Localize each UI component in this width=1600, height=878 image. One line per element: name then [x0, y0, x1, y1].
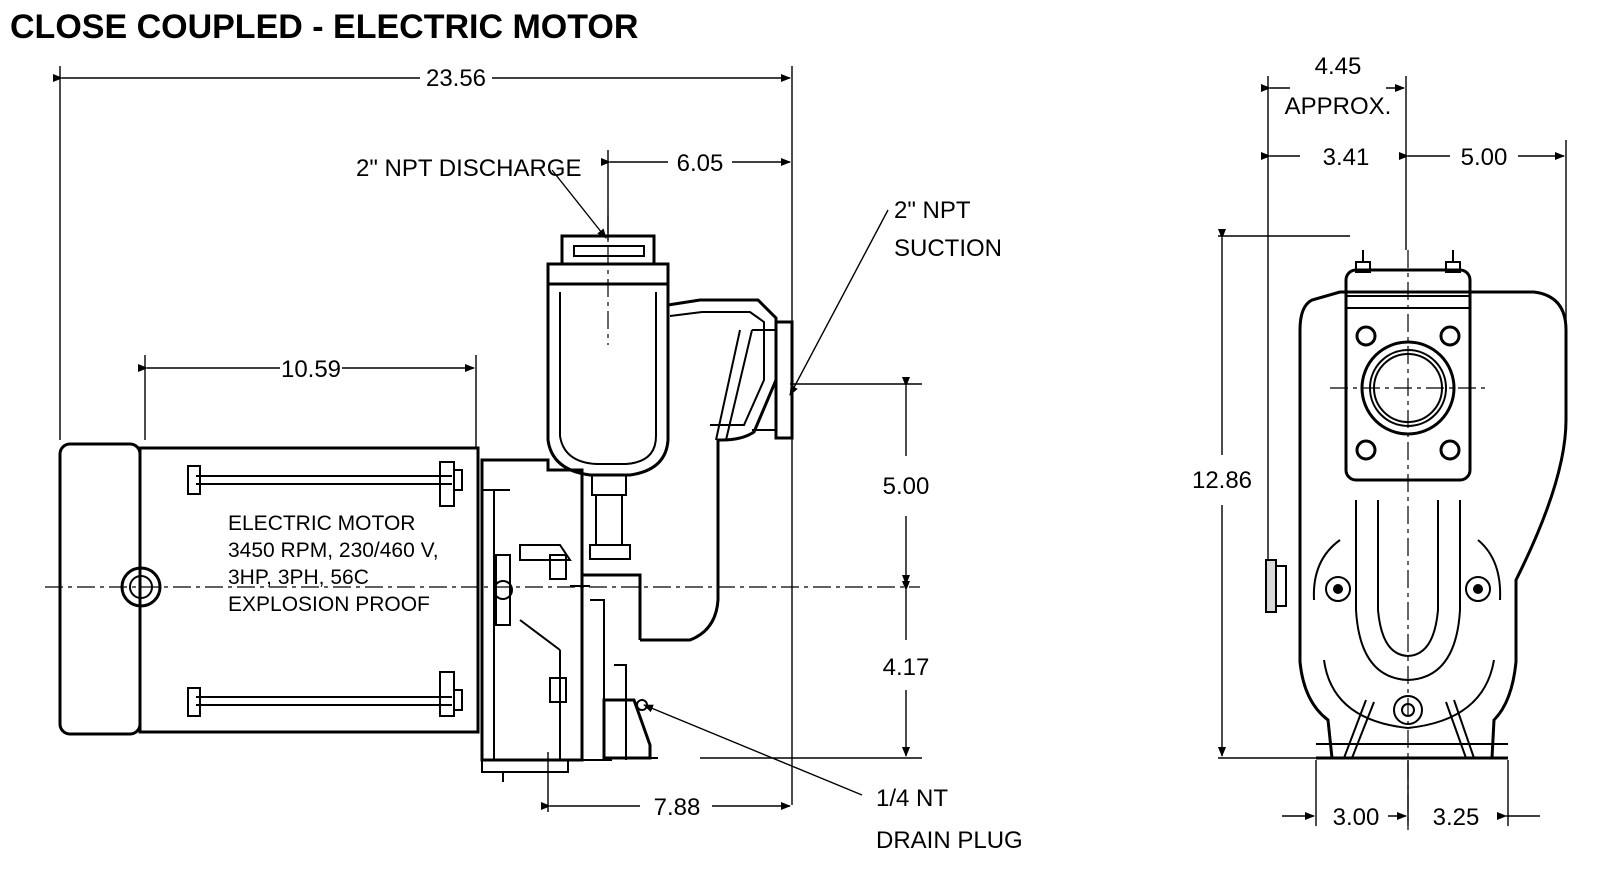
motor-text-line-3: 3HP, 3PH, 56C [228, 566, 369, 589]
drain-label-line-2: DRAIN PLUG [876, 827, 1023, 854]
dim-motor-length-value: 10.59 [281, 356, 341, 383]
motor-text-line-2: 3450 RPM, 230/460 V, [228, 539, 439, 562]
drawing-title: CLOSE COUPLED - ELECTRIC MOTOR [10, 8, 638, 46]
dim-base-right-value: 3.25 [1433, 804, 1480, 831]
discharge-label: 2" NPT DISCHARGE [356, 155, 581, 182]
dim-motor-length: 10.59 [138, 356, 475, 383]
side-view: 23.56 6.05 10.59 5.00 4.17 [45, 65, 1023, 854]
dim-height-lower-value: 4.17 [883, 654, 930, 681]
electric-motor: ELECTRIC MOTOR 3450 RPM, 230/460 V, 3HP,… [58, 442, 480, 736]
dim-left-width: 3.41 [1261, 144, 1370, 171]
end-view-body [1265, 290, 1568, 760]
motor-adapter [480, 458, 584, 782]
end-view: 4.45 APPROX. 3.41 5.00 12.86 3.00 3.25 [1192, 53, 1568, 831]
dim-base-length: 7.88 [541, 794, 791, 821]
dim-overall-length-value: 23.56 [426, 65, 486, 92]
dim-height-upper-value: 5.00 [883, 473, 930, 500]
pump-casing [546, 234, 794, 761]
motor-text-line-1: ELECTRIC MOTOR [228, 512, 415, 535]
dim-width-approx-note: APPROX. [1285, 93, 1392, 120]
dim-overall-length: 23.56 [53, 65, 791, 92]
dim-discharge-offset-value: 6.05 [677, 150, 724, 177]
dim-right-width: 5.00 [1399, 144, 1565, 171]
motor-text-line-4: EXPLOSION PROOF [228, 593, 430, 616]
end-view-discharge-flange [1344, 250, 1472, 482]
suction-label-line-2: SUCTION [894, 235, 1002, 262]
suction-label-line-1: 2" NPT [894, 197, 971, 224]
dim-overall-height: 12.86 [1192, 229, 1252, 757]
dim-base-widths: 3.00 3.25 [1282, 804, 1540, 831]
dim-left-width-value: 3.41 [1323, 144, 1370, 171]
dim-base-left-value: 3.00 [1333, 804, 1380, 831]
dim-width-approx-value: 4.45 [1315, 53, 1362, 80]
dim-right-width-value: 5.00 [1461, 144, 1508, 171]
dim-base-length-value: 7.88 [654, 794, 701, 821]
dim-discharge-offset: 6.05 [601, 150, 791, 177]
dim-height-lower: 4.17 [883, 581, 930, 757]
dim-height-upper: 5.00 [883, 377, 930, 585]
drain-label-line-1: 1/4 NT [876, 785, 948, 812]
dim-overall-height-value: 12.86 [1192, 467, 1252, 494]
dim-width-approx: 4.45 APPROX. [1261, 53, 1405, 120]
